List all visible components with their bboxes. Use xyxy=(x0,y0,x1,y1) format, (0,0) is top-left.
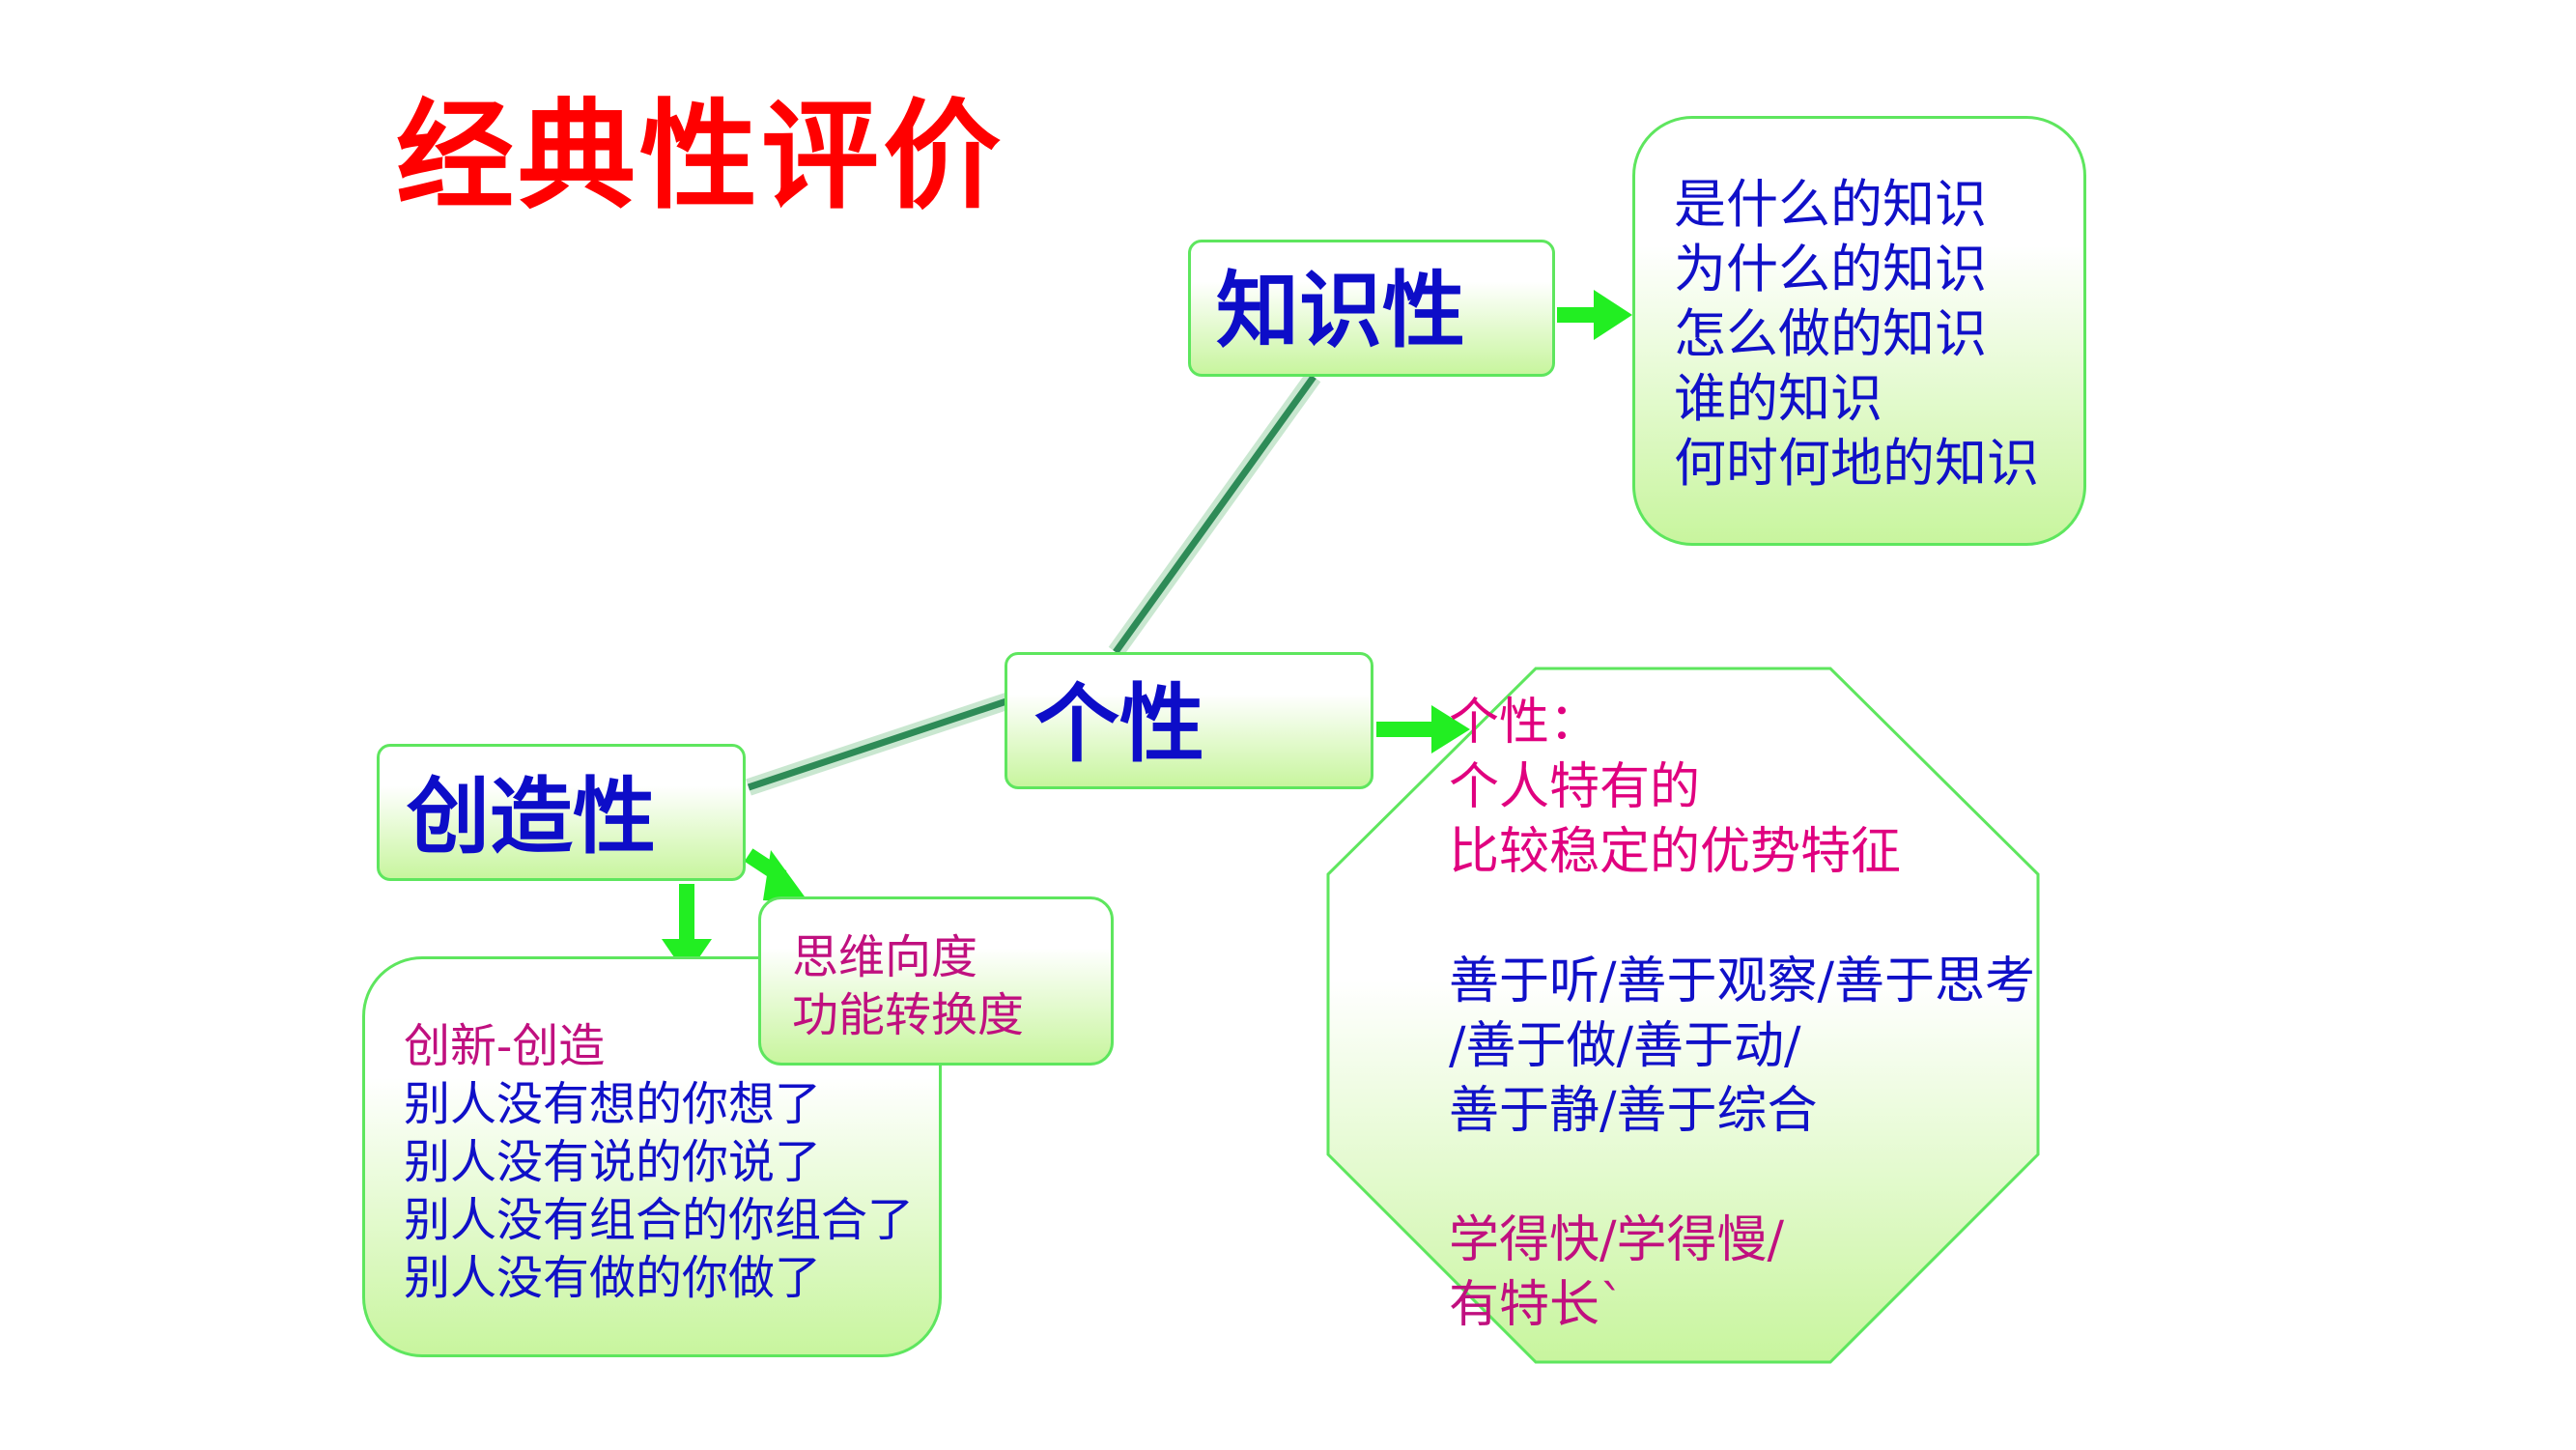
list-item: 谁的知识 xyxy=(1674,368,1882,429)
list-item: 有特长` xyxy=(1449,1276,1626,1334)
list-item: 比较稳定的优势特征 xyxy=(1449,823,1902,881)
personality-detail-octagon xyxy=(1326,667,2040,1364)
list-item: 是什么的知识 xyxy=(1674,174,1987,235)
list-item: 学得快/学得慢/ xyxy=(1449,1211,1785,1269)
arrow-knowledge-detail xyxy=(1557,290,1632,340)
list-item: 思维向度 xyxy=(792,930,978,984)
innovation-box: 创新-创造 别人没有想的你想了 别人没有说的你说了 别人没有组合的你组合了 别人… xyxy=(362,956,942,1357)
thinking-box: 思维向度 功能转换度 xyxy=(758,896,1114,1066)
page-title: 经典性评价 xyxy=(396,86,1005,225)
node-personality: 个性 xyxy=(1005,652,1373,789)
list-item: 个人特有的 xyxy=(1449,758,1701,816)
list-item: 别人没有想的你想了 xyxy=(404,1077,822,1131)
list-item: 善于静/善于综合 xyxy=(1449,1082,1818,1140)
node-knowledge: 知识性 xyxy=(1188,240,1555,377)
knowledge-detail-list: 是什么的知识 为什么的知识 怎么做的知识 谁的知识 何时何地的知识 xyxy=(1674,172,2039,496)
spacer xyxy=(1449,885,2035,950)
list-item: /善于做/善于动/ xyxy=(1449,1017,1801,1075)
list-item: 怎么做的知识 xyxy=(1674,303,1987,364)
thinking-list: 思维向度 功能转换度 xyxy=(792,928,1024,1044)
personality-detail-heading: 个性： xyxy=(1449,694,1600,752)
list-item: 别人没有组合的你组合了 xyxy=(404,1193,915,1247)
node-knowledge-label: 知识性 xyxy=(1216,263,1465,359)
personality-detail-text: 个性： 个人特有的 比较稳定的优势特征 善于听/善于观察/善于思考 /善于做/善… xyxy=(1449,691,2035,1338)
connector-personality-knowledge xyxy=(1108,371,1321,658)
node-creativity-label: 创造性 xyxy=(407,769,656,866)
list-item: 别人没有做的你做了 xyxy=(404,1251,822,1305)
innovation-list: 创新-创造 别人没有想的你想了 别人没有说的你说了 别人没有组合的你组合了 别人… xyxy=(404,1017,914,1307)
list-item: 为什么的知识 xyxy=(1674,239,1987,299)
connector-personality-creativity xyxy=(746,692,1012,796)
list-item: 别人没有说的你说了 xyxy=(404,1135,822,1189)
node-creativity: 创造性 xyxy=(377,744,746,881)
arrow-personality-detail xyxy=(1376,705,1470,753)
list-item: 善于听/善于观察/善于思考 xyxy=(1449,952,2036,1010)
knowledge-detail-box: 是什么的知识 为什么的知识 怎么做的知识 谁的知识 何时何地的知识 xyxy=(1632,116,2086,546)
spacer xyxy=(1449,1144,2035,1208)
list-item: 何时何地的知识 xyxy=(1674,433,2039,494)
list-item: 功能转换度 xyxy=(792,988,1025,1042)
arrow-creativity-thinking xyxy=(744,848,809,903)
node-personality-label: 个性 xyxy=(1034,674,1205,774)
innovation-heading: 创新-创造 xyxy=(404,1019,606,1073)
